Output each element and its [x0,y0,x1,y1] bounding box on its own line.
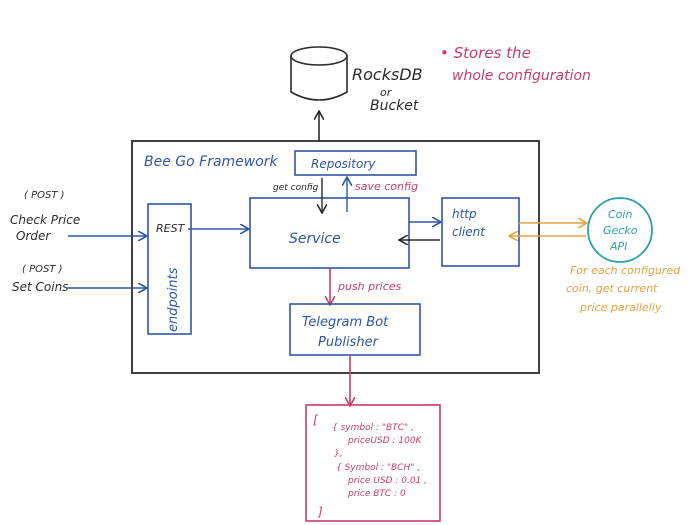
push-prices-label: push prices [337,280,402,293]
storage-label-line1: RocksDB [352,65,423,84]
payload-obj2-usd: price USD : 0.01 , [347,476,427,486]
repository-label: Repository [311,157,376,171]
coingecko-note-line1: For each configured [570,264,681,277]
payload-obj1-close: }, [334,449,343,459]
framework-title: Bee Go Framework [144,154,279,170]
payload-box [305,404,441,522]
storage-label-line2: or [380,86,393,99]
rest-label: REST [156,222,186,235]
payload-obj1-symbol: { symbol : "BTC" , [332,423,414,433]
telegram-publisher-box [289,303,421,356]
check-price-line2: Order [16,229,51,243]
http-client-line1: http [452,207,477,221]
check-price-line1: Check Price [10,213,80,227]
rest-endpoints-box [147,203,192,335]
payload-obj2-btc: price BTC : 0 [347,489,406,499]
storage-note-line2: whole configuration [452,68,591,84]
set-coins-label: Set Coins [12,280,68,294]
repository-box [294,150,417,176]
get-config-label: get config [273,183,319,193]
service-label: Service [289,231,341,247]
endpoints-label: endpoints [166,267,181,332]
http-client-line2: client [452,225,486,239]
telegram-line1: Telegram Bot [302,315,389,330]
payload-open: [ [313,413,319,427]
payload-obj1-price: priceUSD : 100K [347,436,423,446]
storage-note-line1: • Stores the [440,44,531,62]
coingecko-api-node [587,197,653,263]
http-client-box [441,197,520,267]
framework-box [131,140,540,374]
payload-close: ] [317,505,323,519]
coingecko-line1: Coin [608,208,632,221]
coingecko-line2: Gecko [603,224,638,237]
storage-label-line3: Bucket [370,98,419,114]
coingecko-line3: API [609,240,627,253]
post-label-1: ( POST ) [24,190,65,201]
save-config-label: save config [355,180,418,193]
coingecko-note-line3: price parallelly [579,301,662,314]
telegram-line2: Publisher [318,335,380,350]
coingecko-note-line2: coin, get current [566,282,658,295]
database-icon [290,46,348,101]
payload-obj2-symbol: { Symbol : "BCH" , [336,463,420,473]
post-label-2: ( POST ) [22,264,63,275]
